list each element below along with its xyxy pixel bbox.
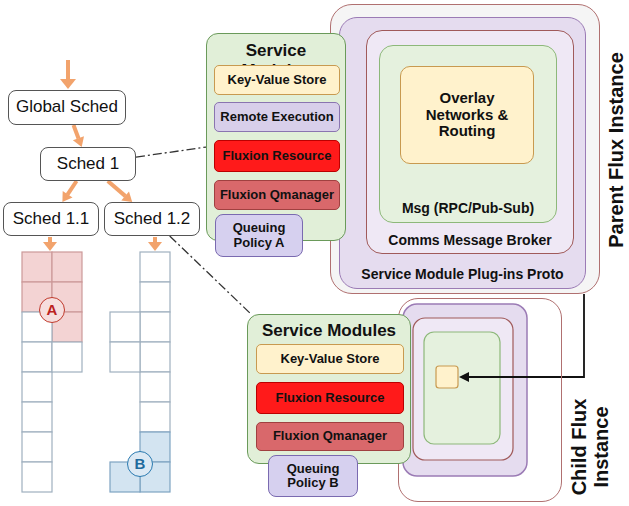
node-label: Fluxion Resource [257,383,403,413]
broker-band: Comms Message Broker Msg (RPC/Pub-Sub) Ove… [366,30,574,254]
node-label: Fluxion Qmanager [215,181,339,209]
node-label: A [40,298,64,322]
input-arrow [66,60,70,80]
arrow-head [43,242,57,251]
arrow-head [62,191,72,202]
spawn-link [468,294,584,377]
scheduler-box: Sched 1 [40,147,136,181]
scheduler-box: Sched 1.2 [104,202,200,236]
node-label: Service Modules [250,321,408,341]
node-label: Sched 1.1 [4,203,98,235]
grid-cell [140,402,170,432]
instance-label: Parent Flux Instance [605,10,627,290]
service-modules: Service ModulesKey-Value StoreRemote Exe… [206,33,346,241]
grid-cell [110,342,140,372]
job-circle: B [127,451,153,477]
broker-ring [413,318,513,460]
flow-arrow [74,125,79,139]
policy-box: Queuing Policy A [215,214,303,257]
node-grid [22,252,170,492]
instance-frame: Parent Flux InstanceService Module Plug-… [330,4,600,294]
module-box: Fluxion Resource [214,140,340,172]
grid-cell [22,462,52,492]
grid-cell [22,252,52,282]
msg-band: Msg (RPC/Pub-Sub) Overlay Networks & Rout… [379,45,557,223]
node-label: Global Sched [9,91,125,124]
grid-cell [22,342,52,372]
node-label: Service Module Plug-ins Proto [342,266,583,282]
flow-arrow [67,181,76,195]
instance-frame: Child Flux Instance [398,298,562,502]
grid-cell [22,402,52,432]
grid-cell [140,342,170,372]
plugin-band: Service Module Plug-ins Proto Comms Messa… [339,17,586,289]
scheduler-box: Sched 1.1 [3,202,99,236]
plugin-ring [403,304,527,476]
flow-arrow [108,181,126,196]
node-label: Queuing Policy B [269,456,357,496]
service-modules: Service ModulesKey-Value StoreFluxion Re… [247,314,411,464]
module-box: Remote Execution [214,102,340,132]
module-box: Fluxion Qmanager [214,180,340,210]
grid-cell [22,432,52,462]
grid-cell [52,252,82,282]
node-label: Sched 1.2 [105,203,199,235]
scheduler-box: Global Sched [8,90,126,125]
dash-dot-link [136,147,206,157]
arrow-head [60,79,76,89]
node-label: Sched 1 [41,148,135,180]
node-label: Msg (RPC/Pub-Sub) [382,200,554,216]
node-label: Fluxion Qmanager [257,423,403,450]
job-circle: A [39,297,65,323]
node-label: Key-Value Store [257,345,403,373]
node-label: Remote Execution [215,103,339,131]
node-label: Fluxion Resource [215,141,339,171]
arrow-head [459,372,469,382]
grid-cell [110,312,140,342]
arrow-head [73,136,84,147]
grid-cell [140,282,170,312]
node-label: Overlay Networks & Routing [401,67,533,163]
module-box: Key-Value Store [256,344,404,374]
arrow-head [121,192,132,203]
instance-label: Child Flux Instance [568,391,612,503]
module-box: Fluxion Resource [256,382,404,414]
node-label: B [128,452,152,476]
overlay-box: Overlay Networks & Routing [400,66,534,164]
grid-cell [52,342,82,372]
policy-box: Queuing Policy B [268,455,358,497]
overlay-square [436,366,458,388]
grid-cell [22,372,52,402]
msg-ring [424,332,500,444]
grid-cell [140,372,170,402]
grid-cell [140,312,170,342]
module-box: Key-Value Store [214,65,340,95]
node-label: Comms Message Broker [369,232,571,248]
node-label: Key-Value Store [215,66,339,94]
node-label: Queuing Policy A [216,215,302,256]
grid-cell [140,252,170,282]
arrow-head [148,242,162,251]
module-box: Fluxion Qmanager [256,422,404,451]
